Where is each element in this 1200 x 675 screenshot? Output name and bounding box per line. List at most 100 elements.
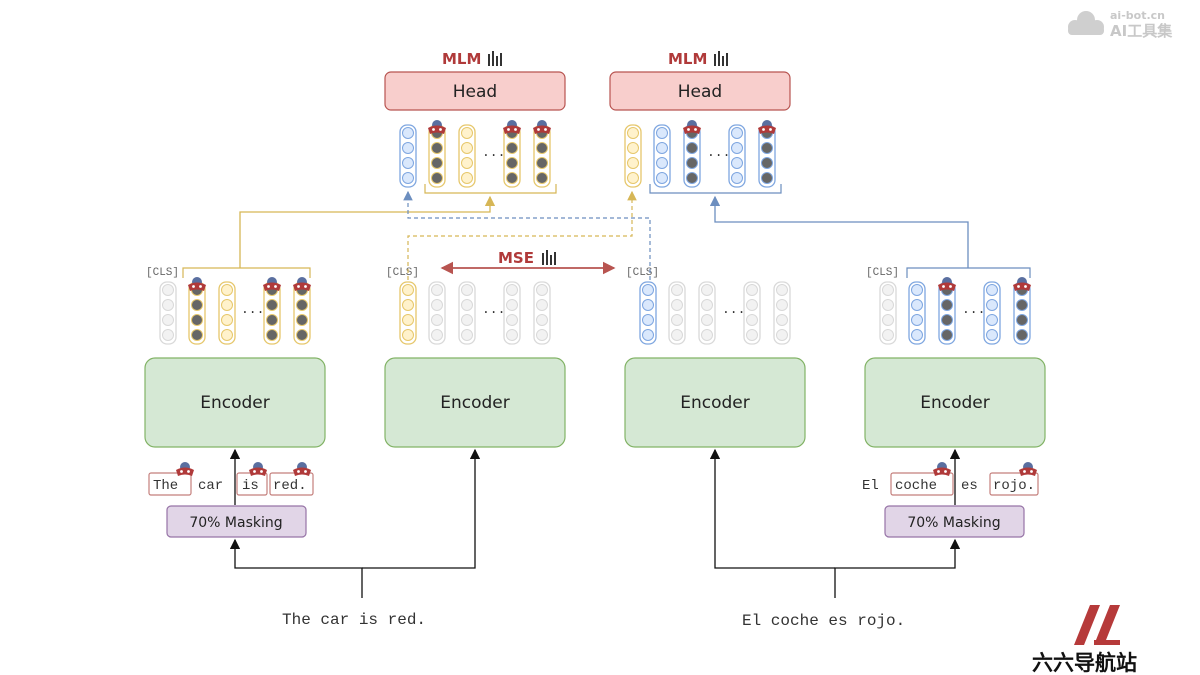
token-vector <box>399 281 417 345</box>
fire-icon <box>542 250 556 265</box>
bracket-blue-top <box>649 184 782 194</box>
english-sentence: The car is red. <box>282 611 426 629</box>
english-token: The <box>153 478 178 494</box>
watermark: ai-bot.cn AI工具集 <box>1068 9 1173 40</box>
cls-label: [CLS] <box>626 267 659 279</box>
token-vector <box>428 281 446 345</box>
ellipsis: ... <box>241 302 264 317</box>
arrow-blue-mlm <box>709 195 969 268</box>
token-vector <box>263 281 281 345</box>
head-box-left <box>384 71 566 111</box>
token-vector <box>533 281 551 345</box>
cls-label: [CLS] <box>866 267 899 279</box>
mask-icon <box>293 462 311 476</box>
brand-name: 六六导航站 <box>1032 651 1137 675</box>
token-vector <box>503 124 521 188</box>
token-vector <box>293 281 311 345</box>
token-vector <box>399 124 417 188</box>
brand: 六六导航站 <box>1032 605 1137 675</box>
mlm-label-right: MLM <box>668 50 707 68</box>
encoder-box-1 <box>144 357 326 448</box>
arrow-sentence-to-encoder <box>709 448 835 569</box>
masking-label: 70% Masking <box>189 515 282 531</box>
ellipsis: ... <box>962 302 985 317</box>
mask-icon <box>938 277 956 291</box>
token-vector <box>683 124 701 188</box>
mask-icon <box>428 120 446 134</box>
watermark-name: AI工具集 <box>1110 22 1173 40</box>
spanish-sentence: El coche es rojo. <box>742 612 905 630</box>
token-vector <box>639 281 657 345</box>
cloud-logo-icon <box>1068 11 1104 35</box>
token-vector <box>653 124 671 188</box>
token-vector <box>159 281 177 345</box>
english-token: red. <box>273 478 307 494</box>
bracket-blue-right <box>906 267 1031 278</box>
masking-label: 70% Masking <box>907 515 1000 531</box>
token-vector <box>1013 281 1031 345</box>
head-box-right <box>609 71 791 111</box>
encoder-label: Encoder <box>440 393 510 413</box>
masked-token-box <box>269 472 314 496</box>
fire-icon <box>714 51 728 66</box>
spanish-token: rojo. <box>993 478 1035 494</box>
encoder-box-3 <box>624 357 806 448</box>
mask-icon <box>249 462 267 476</box>
token-vector <box>458 281 476 345</box>
cls-label: [CLS] <box>386 267 419 279</box>
masked-token-box <box>148 472 192 496</box>
token-vector <box>428 124 446 188</box>
token-columns <box>159 124 1031 345</box>
encoder-box-4 <box>864 357 1046 448</box>
mask-icon <box>533 120 551 134</box>
encoder-box-2 <box>384 357 566 448</box>
token-vector <box>188 281 206 345</box>
spanish-token: El <box>862 478 879 494</box>
watermark-url: ai-bot.cn <box>1110 9 1165 22</box>
mse-label: MSE <box>498 249 534 267</box>
token-vector <box>743 281 761 345</box>
token-vector <box>533 124 551 188</box>
bracket-yellow-left <box>182 267 311 278</box>
ellipsis: ... <box>482 302 505 317</box>
mask-icons <box>176 120 1037 476</box>
masked-token-box <box>989 472 1039 496</box>
token-vector <box>503 281 521 345</box>
mask-icon <box>263 277 281 291</box>
fire-icon <box>488 51 502 66</box>
head-label-left: Head <box>453 82 497 102</box>
token-vector <box>773 281 791 345</box>
spanish-token: coche <box>895 478 937 494</box>
arrow-sentence-to-mask <box>229 538 363 598</box>
mask-icon <box>503 120 521 134</box>
mask-icon <box>933 462 951 476</box>
spanish-token: es <box>961 478 978 494</box>
encoder-label: Encoder <box>200 393 270 413</box>
bracket-yellow-top <box>424 184 557 194</box>
masking-box-right <box>884 505 1025 538</box>
arrow-yellow-mlm <box>239 195 496 268</box>
token-vector <box>879 281 897 345</box>
mask-icon <box>1019 462 1037 476</box>
head-label-right: Head <box>678 82 722 102</box>
arrow-yellow-dashed <box>407 190 637 280</box>
masking-box-left <box>166 505 307 538</box>
ellipsis: ... <box>482 145 505 160</box>
mask-icon <box>758 120 776 134</box>
english-token: is <box>242 478 259 494</box>
mask-icon <box>188 277 206 291</box>
mask-icon <box>683 120 701 134</box>
masked-token-box <box>890 472 954 496</box>
arrow-blue-dashed <box>403 190 651 280</box>
mask-icon <box>176 462 194 476</box>
mlm-label-left: MLM <box>442 50 481 68</box>
brand-logo-icon <box>1074 605 1120 645</box>
mask-icon <box>293 277 311 291</box>
ellipsis: ... <box>722 302 745 317</box>
token-vector <box>698 281 716 345</box>
arrow-sentence-to-mask <box>834 538 961 598</box>
token-vector <box>668 281 686 345</box>
token-vector <box>218 281 236 345</box>
token-vector <box>758 124 776 188</box>
